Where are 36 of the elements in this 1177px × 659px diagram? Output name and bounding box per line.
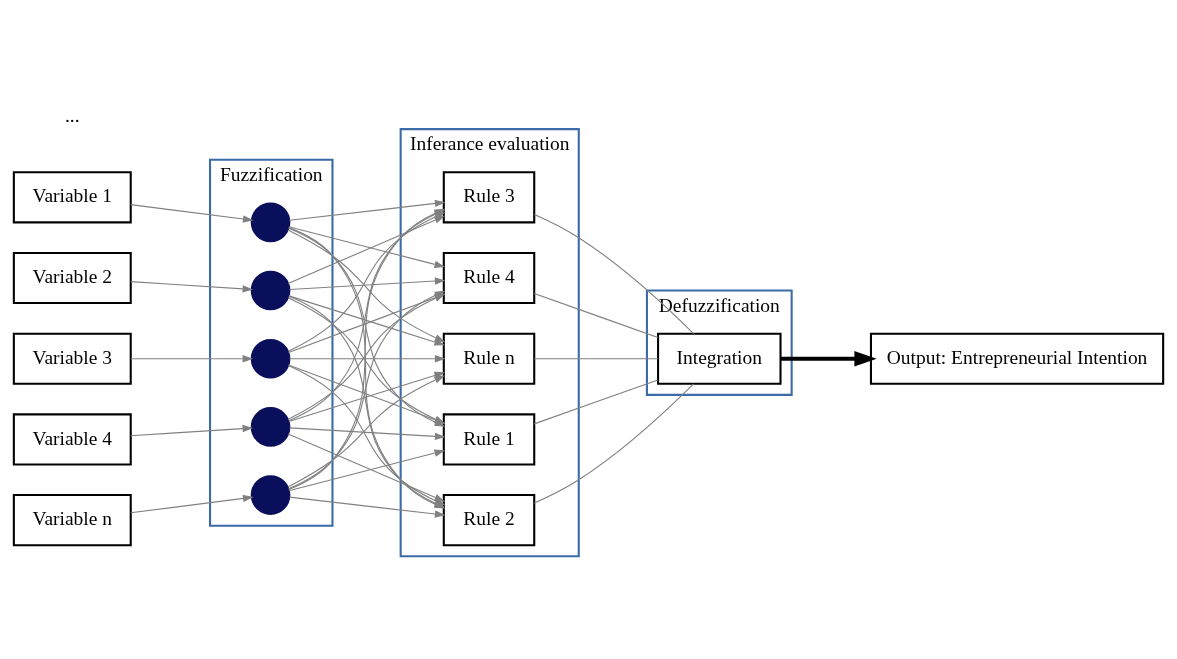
node-circle — [250, 270, 291, 311]
node-box: Rule 1 — [442, 413, 536, 466]
node-circle — [250, 475, 291, 515]
node-box: Rule 2 — [442, 494, 536, 547]
connector — [533, 383, 695, 504]
arrow — [289, 427, 446, 441]
arrow — [130, 355, 254, 363]
node-box: Variable 3 — [12, 332, 132, 385]
connector — [533, 293, 659, 338]
node-circle — [250, 407, 291, 447]
arrow — [288, 226, 446, 268]
arrow — [289, 355, 446, 363]
connector — [533, 358, 659, 360]
connector — [533, 379, 659, 425]
node-box: Rule 4 — [442, 251, 536, 305]
node-circle — [250, 338, 291, 379]
node-box: Variable n — [12, 494, 132, 547]
arrow — [288, 449, 446, 492]
node-box: Variable 4 — [12, 413, 132, 466]
node-box: Rule 3 — [442, 171, 536, 224]
arrow — [130, 494, 254, 514]
arrow — [289, 277, 446, 291]
node-circle — [250, 202, 291, 243]
arrow — [130, 424, 254, 437]
arrow — [130, 281, 254, 293]
connector — [533, 213, 695, 335]
node-box: Rule n — [442, 332, 536, 385]
arrow — [287, 433, 446, 502]
arrow — [130, 204, 254, 223]
node-box: Variable 1 — [12, 171, 132, 224]
arrow — [780, 350, 877, 367]
node-box: Integration — [657, 332, 782, 385]
cluster: Fuzzification — [209, 158, 334, 527]
label: ... — [64, 104, 80, 126]
node-box: Variable 2 — [12, 251, 132, 305]
node-box: Output: Entrepreneurial Intention — [869, 332, 1165, 385]
